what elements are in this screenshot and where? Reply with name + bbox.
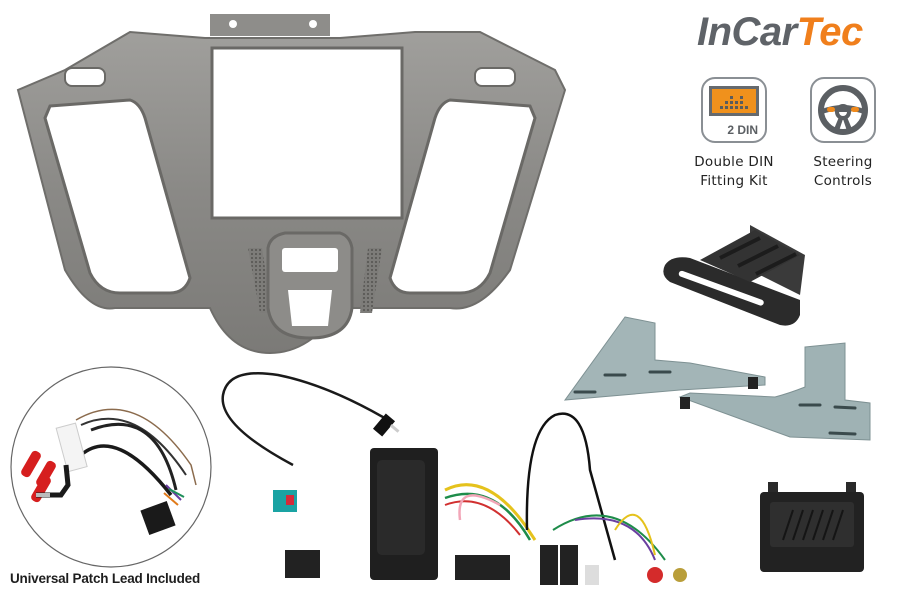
brand-logo: InCarTec — [697, 8, 863, 56]
logo-text-incar: InCar — [697, 10, 797, 54]
universal-patch-lead-image — [6, 365, 216, 570]
feature-label-line2: Fitting Kit — [700, 173, 768, 189]
mounting-brackets-image — [560, 315, 880, 445]
double-din-badge: 2 DIN — [727, 123, 758, 137]
steering-wheel-icon — [810, 77, 876, 143]
fascia-panel-image — [10, 8, 570, 358]
pocket-clip-image — [660, 220, 810, 330]
logo-text-tec: Tec — [796, 10, 863, 54]
feature-label-line1: Steering — [813, 154, 873, 170]
feature-label-line1: Double DIN — [694, 154, 774, 170]
feature-label-line2: Controls — [813, 173, 873, 189]
patch-lead-caption: Universal Patch Lead Included — [10, 571, 201, 586]
storage-pocket-image — [758, 480, 868, 580]
steering-control-interface-image — [285, 410, 705, 590]
feature-double-din: 2 DIN Double DIN Fitting Kit — [688, 77, 780, 191]
feature-steering-controls: Steering Controls — [797, 77, 889, 191]
antenna-adapter-image — [218, 365, 418, 525]
double-din-icon: 2 DIN — [701, 77, 767, 143]
